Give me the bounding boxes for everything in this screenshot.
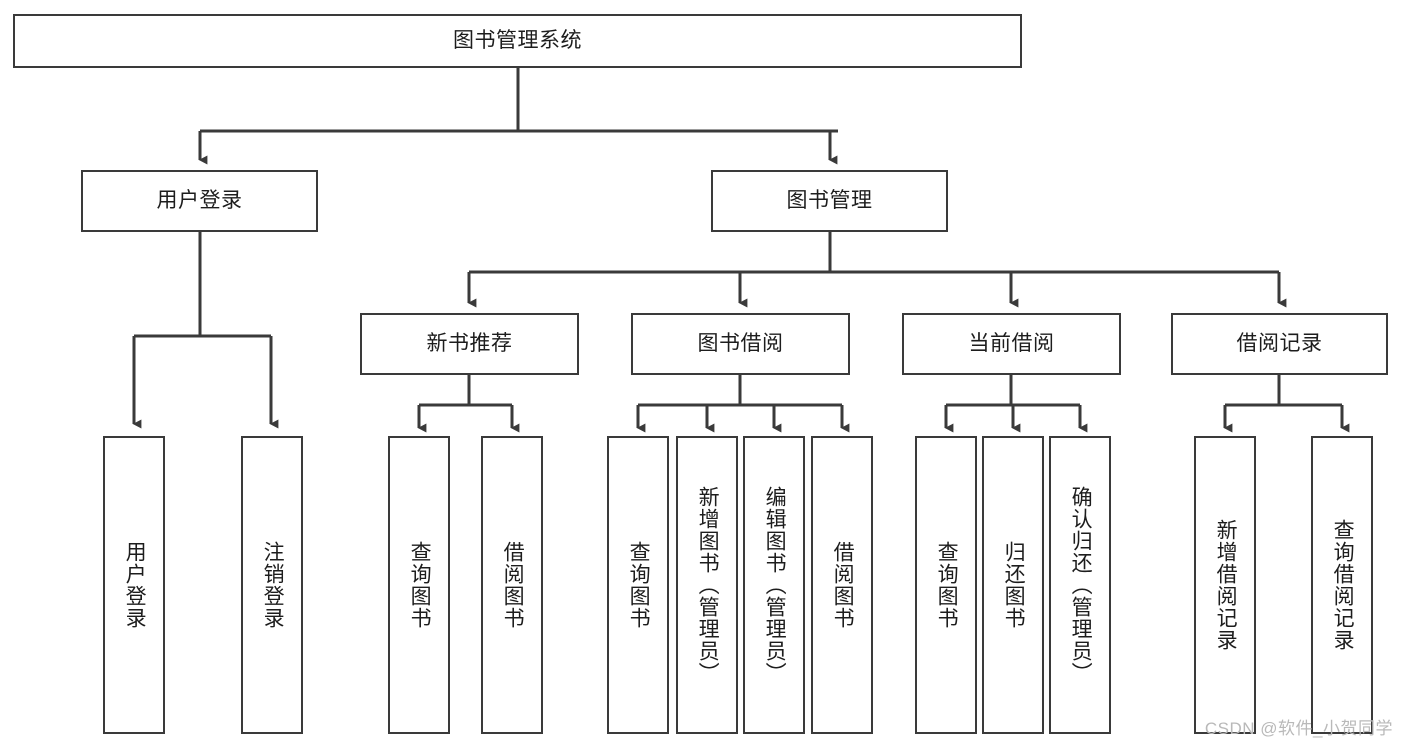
node-label: 编辑图书（管理员） [763,486,787,684]
leaf-book-borrow-add[interactable]: 新增图书（管理员） [676,436,738,734]
node-new-book-recommend[interactable]: 新书推荐 [360,313,579,375]
leaf-current-borrow-return[interactable]: 归还图书 [982,436,1044,734]
node-label: 查询图书 [408,541,432,629]
node-label: 注销登录 [261,541,285,629]
leaf-book-borrow-query[interactable]: 查询图书 [607,436,669,734]
node-label: 用户登录 [156,189,243,213]
node-label: 借阅图书 [831,541,855,629]
leaf-current-borrow-confirm-return[interactable]: 确认归还（管理员） [1049,436,1111,734]
node-book-management[interactable]: 图书管理 [711,170,948,232]
node-label: 查询图书 [627,541,651,629]
node-label: 新增图书（管理员） [696,486,720,684]
leaf-borrow-record-add[interactable]: 新增借阅记录 [1194,436,1256,734]
leaf-new-book-query[interactable]: 查询图书 [388,436,450,734]
node-label: 图书管理系统 [453,29,582,53]
node-user-login[interactable]: 用户登录 [81,170,318,232]
node-label: 用户登录 [123,541,147,629]
leaf-book-borrow-edit[interactable]: 编辑图书（管理员） [743,436,805,734]
watermark: CSDN @软件_小贺同学 [1204,719,1393,738]
node-book-borrow[interactable]: 图书借阅 [631,313,850,375]
node-label: 图书管理 [786,189,873,213]
node-root-book-management-system[interactable]: 图书管理系统 [13,14,1022,68]
node-label: 新增借阅记录 [1214,519,1238,651]
node-current-borrow[interactable]: 当前借阅 [902,313,1121,375]
node-label: 图书借阅 [697,332,784,356]
leaf-book-borrow-borrow[interactable]: 借阅图书 [811,436,873,734]
node-label: 归还图书 [1002,541,1026,629]
node-label: 借阅图书 [501,541,525,629]
node-label: 新书推荐 [426,332,513,356]
node-label: 查询图书 [935,541,959,629]
leaf-new-book-borrow[interactable]: 借阅图书 [481,436,543,734]
node-label: 确认归还（管理员） [1069,486,1093,684]
leaf-borrow-record-query[interactable]: 查询借阅记录 [1311,436,1373,734]
leaf-user-login-logout[interactable]: 注销登录 [241,436,303,734]
node-borrow-record[interactable]: 借阅记录 [1171,313,1388,375]
leaf-user-login-login[interactable]: 用户登录 [103,436,165,734]
node-label: 查询借阅记录 [1331,519,1355,651]
node-label: 借阅记录 [1236,332,1323,356]
leaf-current-borrow-query[interactable]: 查询图书 [915,436,977,734]
node-label: 当前借阅 [968,332,1055,356]
